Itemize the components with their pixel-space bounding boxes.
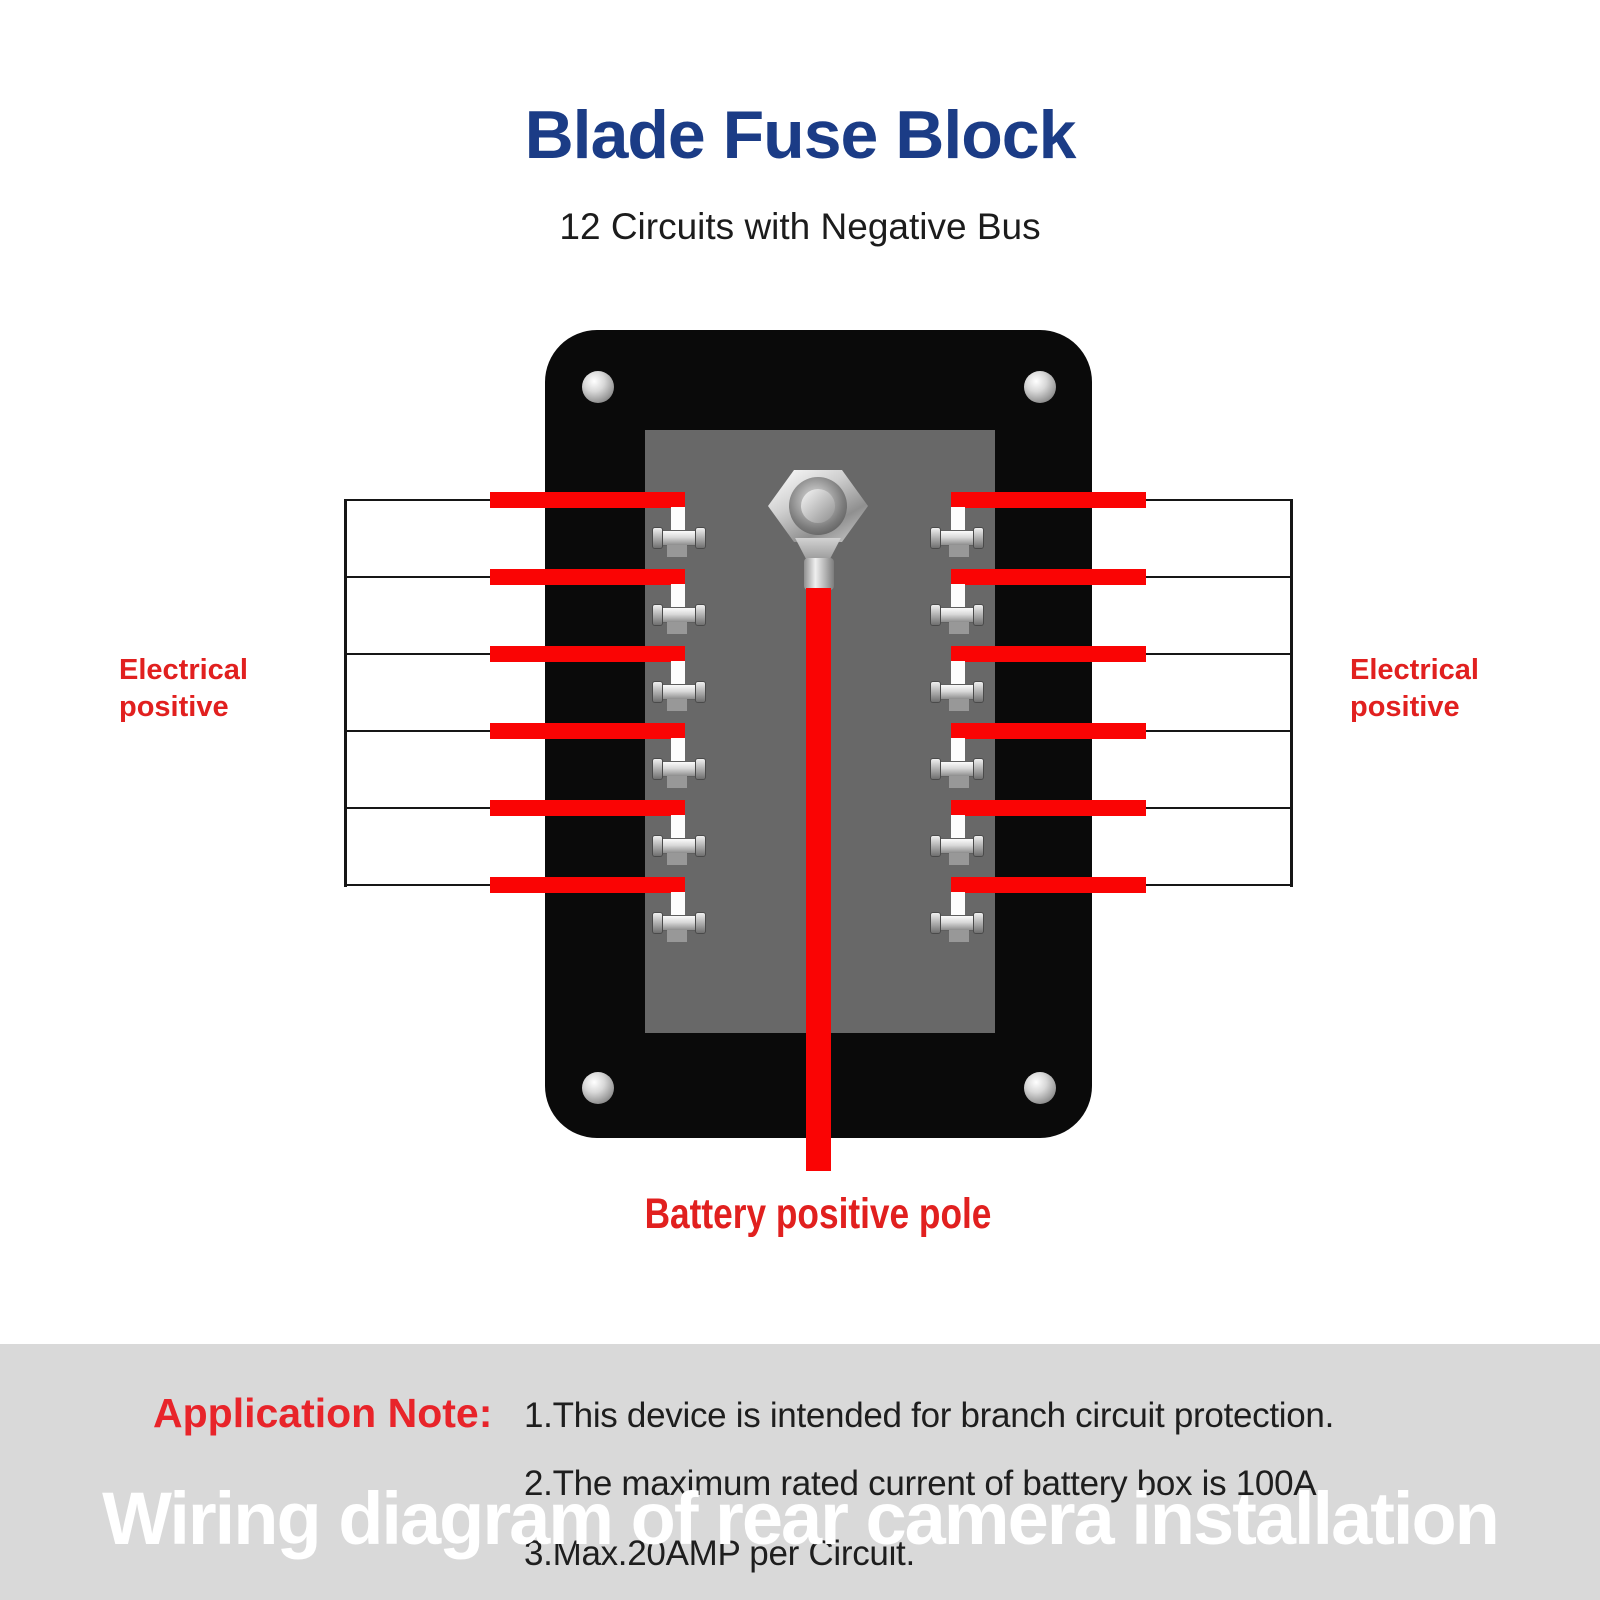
terminal-pad [949, 853, 969, 865]
terminal-pad [949, 930, 969, 942]
circuit-wire-left-6 [490, 877, 705, 942]
fuse-tab [671, 892, 685, 917]
terminal-clamp [931, 682, 983, 702]
terminal-clamp [653, 759, 705, 779]
left-ladder-line [344, 730, 491, 732]
red-wire [951, 723, 1146, 739]
red-wire [490, 800, 685, 816]
terminal-clamp [931, 836, 983, 856]
left-ladder-line [344, 576, 491, 578]
label-line: Electrical [119, 654, 248, 686]
battery-lug-bolt-icon [801, 489, 835, 523]
mounting-screw-icon [1024, 371, 1056, 403]
circuit-wire-left-5 [490, 800, 705, 865]
circuit-wire-left-1 [490, 492, 705, 557]
circuit-wire-right-5 [931, 800, 1146, 865]
terminal-clamp [653, 682, 705, 702]
terminal-clamp [931, 605, 983, 625]
terminal-clamp [931, 913, 983, 933]
circuit-wire-left-4 [490, 723, 705, 788]
circuit-wire-right-6 [931, 877, 1146, 942]
red-wire [490, 723, 685, 739]
red-wire [490, 492, 685, 508]
terminal-pad [949, 699, 969, 711]
circuit-wire-right-2 [931, 569, 1146, 634]
fuse-tab [951, 738, 965, 763]
fuse-tab [951, 507, 965, 532]
terminal-pad [667, 622, 687, 634]
red-wire [951, 569, 1146, 585]
application-note-heading: Application Note: [153, 1390, 493, 1436]
fuse-tab [671, 507, 685, 532]
terminal-pad [667, 930, 687, 942]
fuse-tab [671, 661, 685, 686]
fuse-tab [951, 661, 965, 686]
terminal-pad [949, 776, 969, 788]
red-wire [490, 646, 685, 662]
terminal-clamp [653, 528, 705, 548]
terminal-clamp [653, 836, 705, 856]
red-wire [951, 800, 1146, 816]
battery-positive-pole-label: Battery positive pole [644, 1190, 992, 1238]
fuse-tab [951, 815, 965, 840]
label-line: positive [1350, 691, 1460, 723]
left-ladder-line [344, 499, 491, 501]
circuit-wire-right-1 [931, 492, 1146, 557]
right-ladder-line [1146, 499, 1292, 501]
terminal-clamp [653, 605, 705, 625]
mounting-screw-icon [582, 1072, 614, 1104]
left-ladder-line [344, 884, 491, 886]
battery-positive-cable [806, 588, 831, 1171]
terminal-clamp [931, 528, 983, 548]
right-ladder-vertical-line [1290, 499, 1293, 887]
left-electrical-positive-label: Electrical positive [119, 652, 379, 726]
terminal-pad [949, 622, 969, 634]
page-subtitle: 12 Circuits with Negative Bus [559, 206, 1041, 247]
battery-lug-tongue [795, 538, 841, 560]
fuse-tab [671, 738, 685, 763]
label-line: positive [119, 691, 229, 723]
application-note-item: 3.Max.20AMP per Circuit. [524, 1534, 915, 1573]
red-wire [951, 877, 1146, 893]
right-electrical-positive-label: Electrical positive [1350, 652, 1600, 726]
fuse-tab [671, 815, 685, 840]
application-note-item: 2.The maximum rated current of battery b… [524, 1464, 1326, 1503]
circuit-wire-left-3 [490, 646, 705, 711]
right-ladder-line [1146, 807, 1292, 809]
mounting-screw-icon [1024, 1072, 1056, 1104]
watermark-text: Wiring diagram of rear camera installati… [102, 1477, 1500, 1560]
application-note-item: 1.This device is intended for branch cir… [524, 1396, 1335, 1435]
red-wire [490, 569, 685, 585]
terminal-clamp [931, 759, 983, 779]
circuit-wire-right-4 [931, 723, 1146, 788]
right-ladder-line [1146, 884, 1292, 886]
left-ladder-line [344, 653, 491, 655]
mounting-screw-icon [582, 371, 614, 403]
right-ladder-line [1146, 730, 1292, 732]
fuse-tab [951, 892, 965, 917]
application-note-band [0, 1344, 1600, 1600]
left-ladder-vertical-line [344, 499, 347, 887]
terminal-clamp [653, 913, 705, 933]
left-ladder-line [344, 807, 491, 809]
battery-lug-barrel [804, 558, 834, 590]
fuse-tab [951, 584, 965, 609]
terminal-pad [667, 545, 687, 557]
red-wire [490, 877, 685, 893]
circuit-wire-left-2 [490, 569, 705, 634]
terminal-pad [949, 545, 969, 557]
red-wire [951, 492, 1146, 508]
label-line: Electrical [1350, 654, 1479, 686]
terminal-pad [667, 776, 687, 788]
right-ladder-line [1146, 653, 1292, 655]
fuse-tab [671, 584, 685, 609]
terminal-pad [667, 853, 687, 865]
right-ladder-line [1146, 576, 1292, 578]
red-wire [951, 646, 1146, 662]
terminal-pad [667, 699, 687, 711]
circuit-wire-right-3 [931, 646, 1146, 711]
page-title: Blade Fuse Block [524, 97, 1077, 173]
